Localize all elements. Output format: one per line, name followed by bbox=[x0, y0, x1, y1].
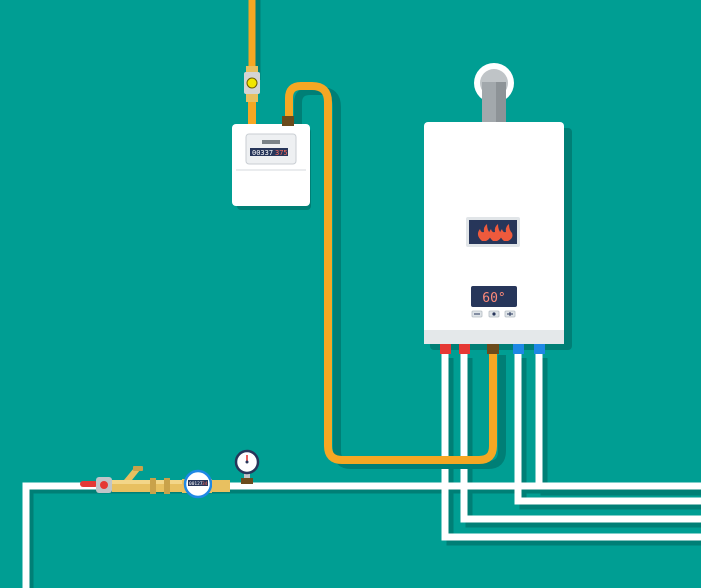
cold-inlet-pipe-1 bbox=[514, 352, 701, 505]
hot-connector-2 bbox=[459, 344, 470, 354]
temperature-display: 60° bbox=[471, 286, 517, 307]
main-water-pipe bbox=[22, 482, 701, 588]
boiler: 60° bbox=[424, 63, 572, 354]
water-meter-reading-red: 34 bbox=[202, 481, 208, 487]
flame-icon bbox=[477, 224, 513, 241]
gas-line-to-boiler bbox=[285, 82, 497, 464]
hot-outlet-pipe-2 bbox=[460, 352, 701, 523]
boiler-connectors bbox=[440, 344, 545, 354]
hot-connector-1 bbox=[440, 344, 451, 354]
hot-outlet-pipe-1 bbox=[441, 352, 701, 541]
gas-meter: 00337 375 bbox=[232, 116, 311, 210]
ball-valve-icon bbox=[80, 477, 112, 493]
water-meter-icon: 00127 34 bbox=[182, 469, 230, 499]
pressure-gauge-icon bbox=[234, 449, 260, 484]
water-meter-reading: 00127 bbox=[189, 481, 203, 487]
plus-icon bbox=[507, 312, 513, 316]
water-pipes bbox=[22, 352, 701, 588]
gas-meter-reading: 00337 bbox=[252, 149, 273, 157]
chimney-flue-icon bbox=[474, 63, 514, 126]
minus-icon bbox=[474, 313, 480, 315]
strainer-fitting bbox=[112, 466, 182, 494]
cold-connector-2 bbox=[534, 344, 545, 354]
temperature-readout: 60° bbox=[482, 291, 505, 306]
gas-connector bbox=[487, 344, 499, 354]
flame-display bbox=[466, 217, 520, 247]
gas-meter-reading-red: 375 bbox=[275, 149, 288, 157]
mode-icon bbox=[492, 312, 496, 316]
control-buttons[interactable] bbox=[471, 310, 516, 318]
gas-valve-icon bbox=[244, 66, 260, 126]
cold-connector-1 bbox=[513, 344, 524, 354]
